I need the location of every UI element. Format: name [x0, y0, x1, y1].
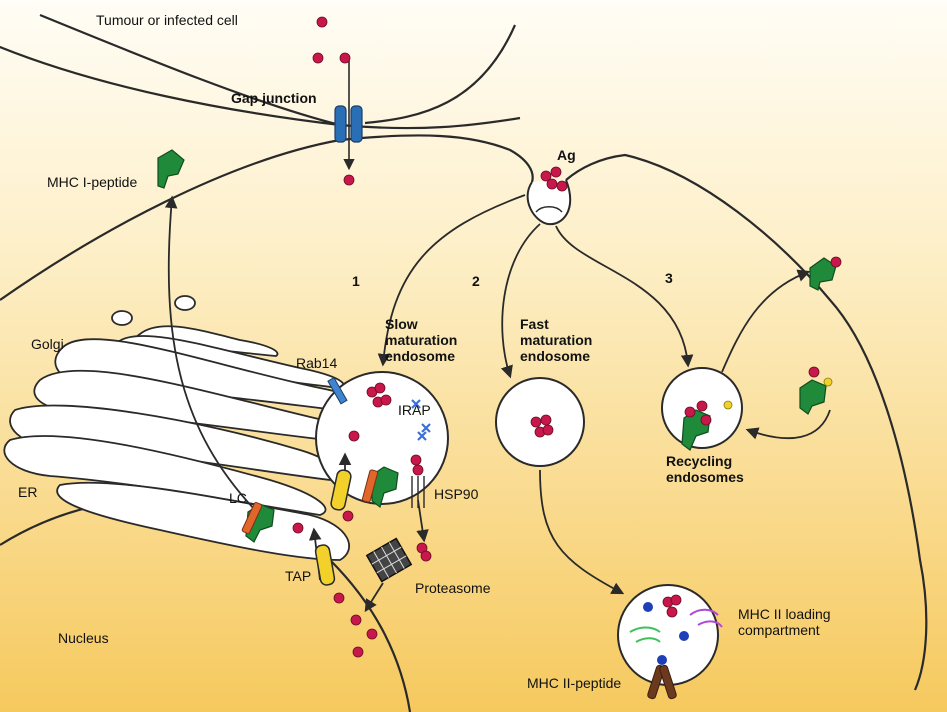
fast-endosome-label: Fast maturation endosome [520, 316, 593, 365]
arrow-proteasome-to-peptides [364, 582, 384, 613]
antigen-dot [312, 52, 324, 64]
endoplasmic-reticulum [3, 404, 350, 561]
blue-dot [679, 631, 689, 641]
antigen-dot [556, 180, 568, 192]
antigen-dot [410, 454, 422, 466]
antigen-dot [530, 416, 542, 428]
antigen-dot [550, 166, 562, 178]
arrow-ag-to-fast [500, 223, 541, 379]
tap-transporter [314, 469, 352, 586]
mhc1-molecules [157, 149, 837, 543]
antigen-dot [540, 414, 552, 426]
lc-label: LC [229, 490, 247, 506]
antigen-dot [808, 366, 820, 378]
antigen-dot [420, 550, 432, 562]
golgi-apparatus [33, 295, 381, 446]
proteasome [365, 537, 413, 583]
antigen-dot [380, 394, 392, 406]
antigen-dot [350, 614, 362, 626]
mhc2-blue-dots [643, 602, 689, 665]
antigen-dot [374, 382, 386, 394]
pathway-2-label: 2 [472, 273, 480, 289]
antigen-dot [366, 628, 378, 640]
antigen-dot [540, 170, 552, 182]
arrow-fast-to-mhc2 [539, 469, 625, 595]
mhc2-chains [629, 608, 723, 643]
proteasome-label: Proteasome [415, 580, 491, 596]
hsp90-chaperone [411, 476, 425, 508]
antigen-dot [542, 424, 554, 436]
antigen-dot [348, 430, 360, 442]
blue-dot [657, 655, 667, 665]
antigen-dot [292, 522, 304, 534]
antigen-dot [316, 16, 328, 28]
blue-dot [643, 602, 653, 612]
outer-cell-membrane-right [364, 24, 517, 125]
antigen-dot [546, 178, 558, 190]
endocytic-pit [526, 179, 572, 226]
antigen-dot [412, 464, 424, 476]
antigen-dot [830, 256, 842, 268]
antigen-dot [342, 510, 354, 522]
mhc2-peptide-label: MHC II-peptide [527, 675, 622, 691]
er-label: ER [18, 484, 38, 500]
nucleus-label: Nucleus [58, 630, 109, 646]
ag-label: Ag [557, 147, 576, 163]
pathway-1-label: 1 [352, 273, 360, 289]
antigen-dot [700, 414, 712, 426]
outer-cell-membrane [0, 13, 521, 130]
rab14-marker [327, 377, 348, 405]
antigen-dot [333, 592, 345, 604]
arrow-ag-to-recycling [555, 225, 694, 368]
antigen-dot [352, 646, 364, 658]
slow-endosome-label: Slow maturation endosome [385, 316, 458, 365]
gap-junction-label: Gap junction [231, 90, 317, 106]
antigen-dot [666, 606, 678, 618]
yellow-peptides [723, 377, 833, 410]
golgi-label: Golgi [31, 336, 64, 352]
arrow-er-to-surface [164, 195, 256, 511]
endocytic-pit-neck [535, 206, 563, 213]
mhc2-peptide-complex [647, 664, 677, 700]
arrow-ag-to-slow [377, 194, 526, 367]
outer-cell-label: Tumour or infected cell [96, 12, 238, 28]
antigen-dot [684, 406, 696, 418]
gap-junction [334, 105, 363, 143]
loading-complex [241, 469, 379, 535]
irap-label: IRAP [398, 402, 431, 418]
irap-marker [411, 399, 431, 441]
rab14-label: Rab14 [296, 355, 338, 371]
hsp90-label: HSP90 [434, 486, 479, 502]
recycling-endosomes-label: Recycling endosomes [666, 453, 744, 486]
antigen-dot [343, 174, 355, 186]
arrow-hsp90-to-proteasome [416, 499, 429, 543]
antigen-dot [670, 594, 682, 606]
mhc2-loading-label: MHC II loading compartment [738, 606, 831, 639]
arrow-membrane-to-recycling [745, 409, 831, 440]
antigen-dot [696, 400, 708, 412]
pathway-3-label: 3 [665, 270, 673, 286]
tap-label: TAP [285, 568, 312, 584]
antigen-particles [292, 16, 842, 658]
mhc1-peptide-label: MHC I-peptide [47, 174, 138, 190]
arrow-recycling-to-membrane [721, 269, 811, 373]
antigen-dot [339, 52, 351, 64]
